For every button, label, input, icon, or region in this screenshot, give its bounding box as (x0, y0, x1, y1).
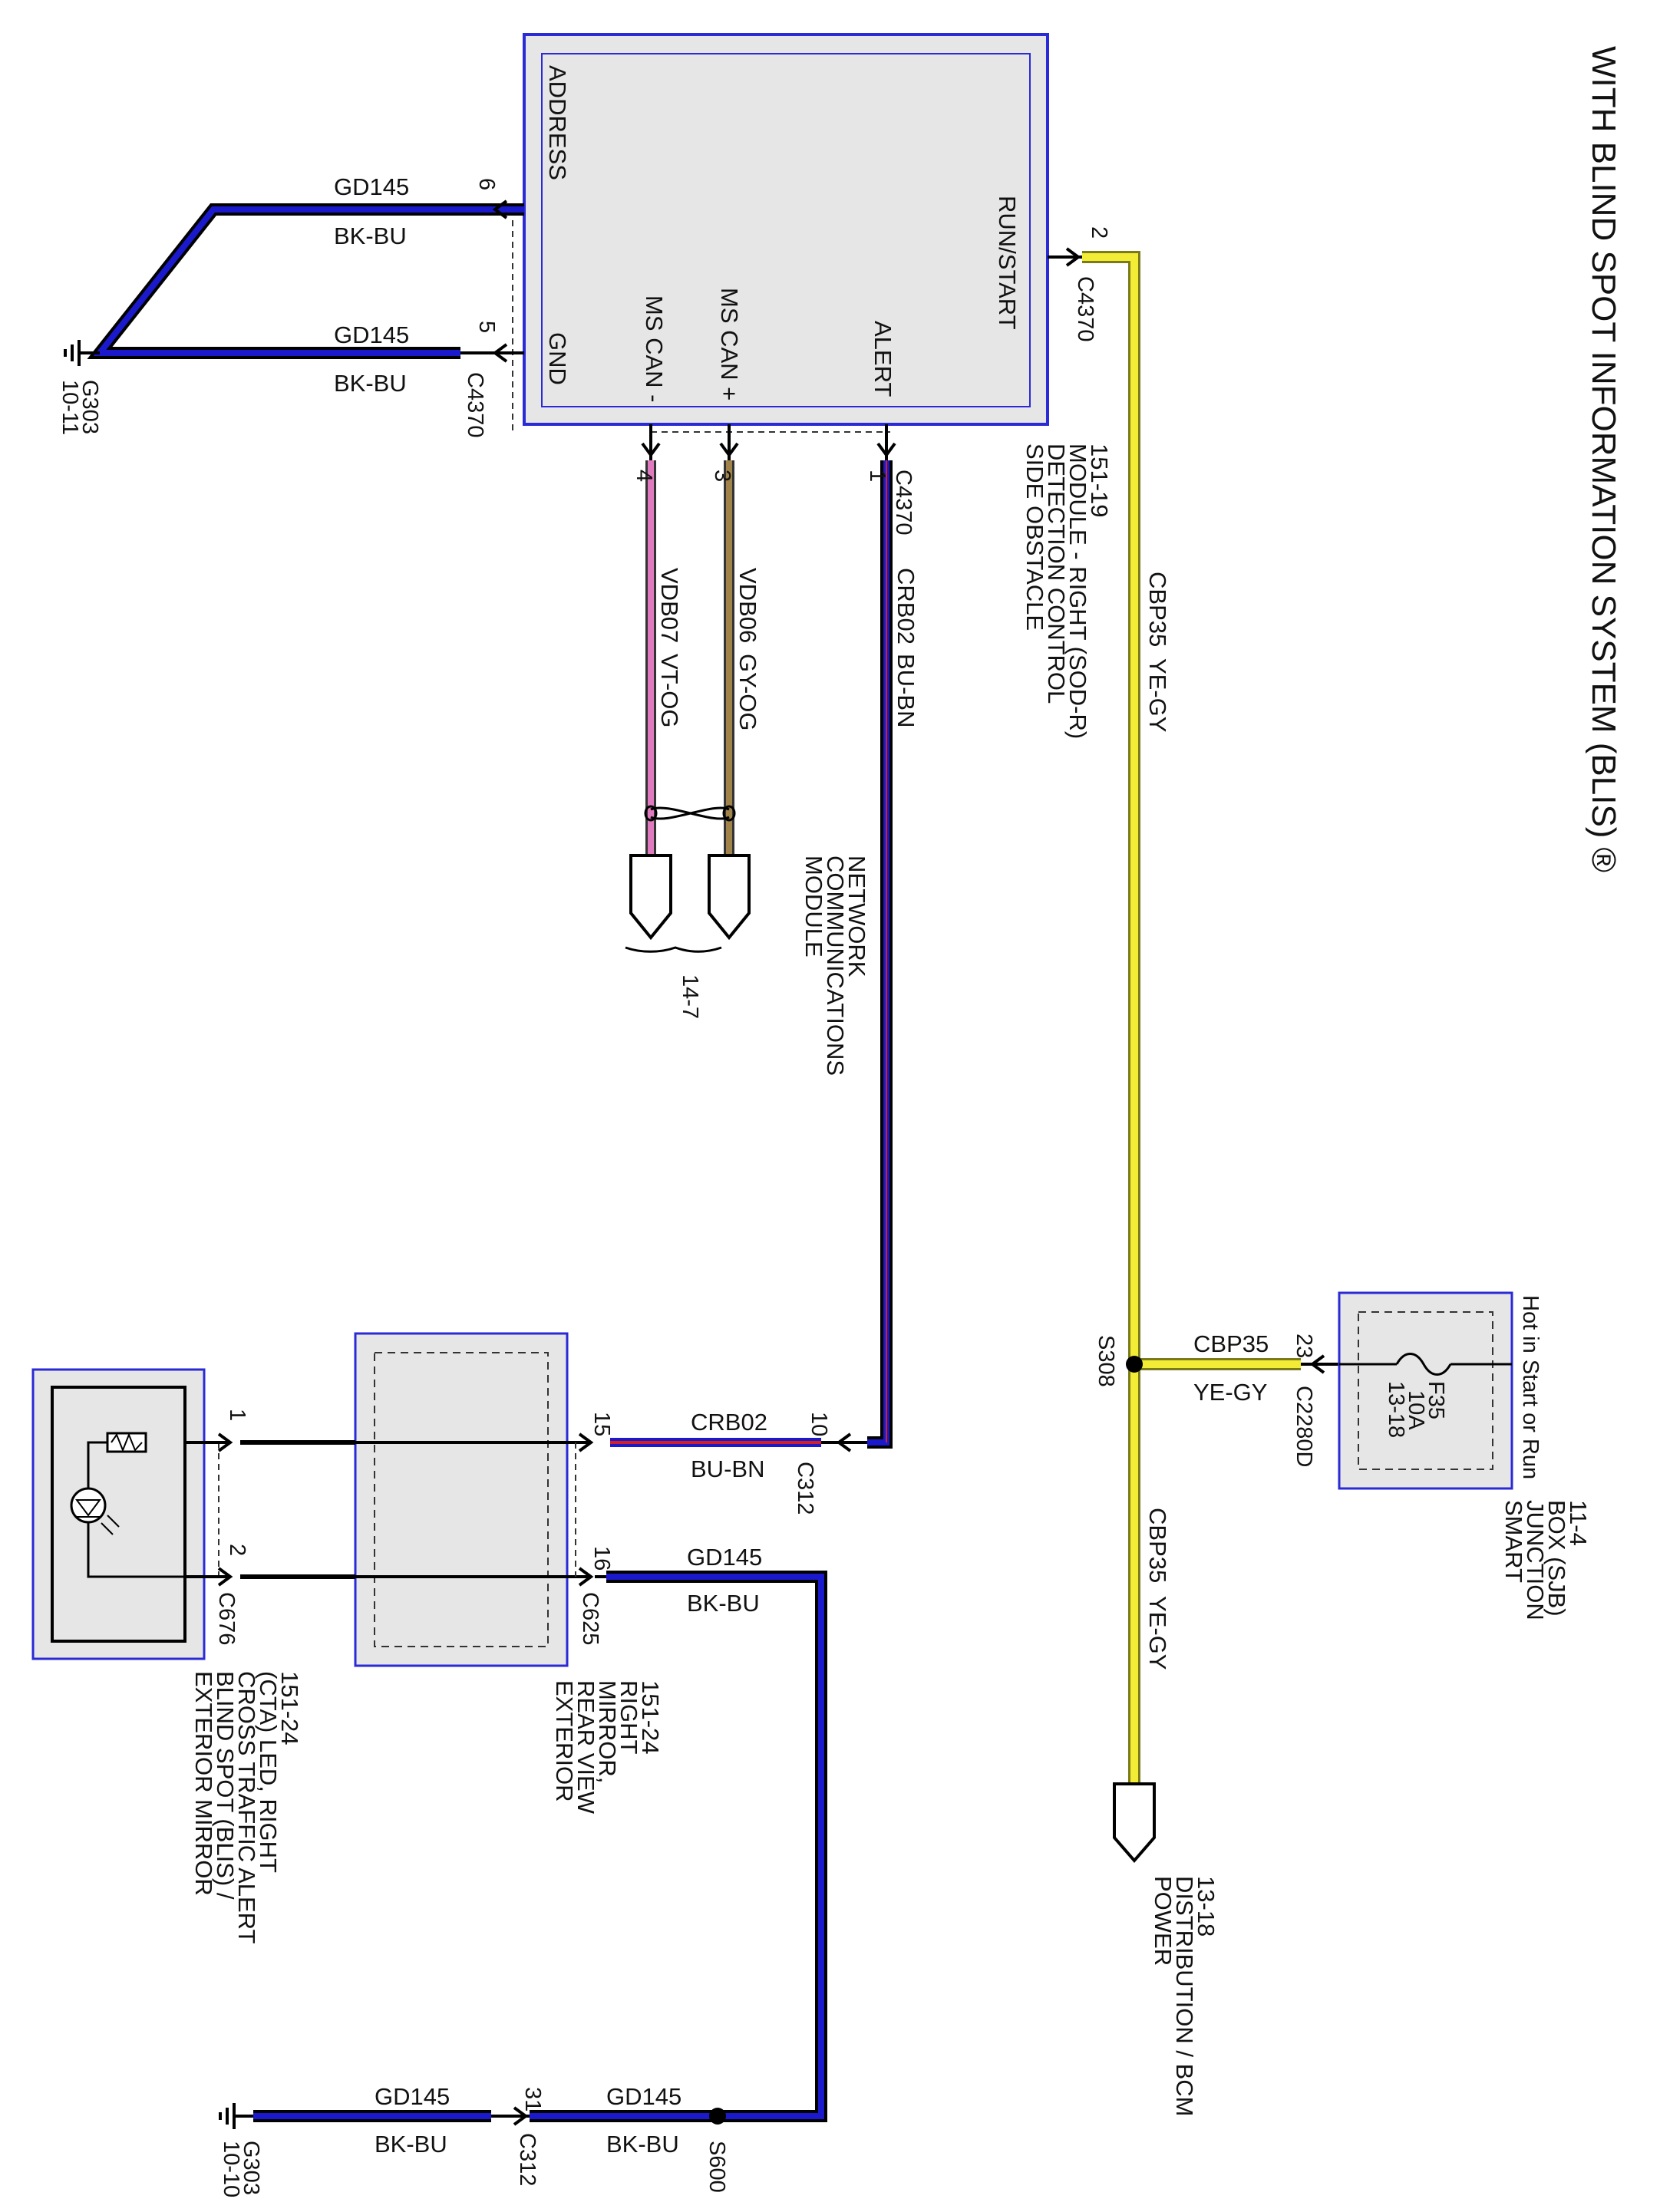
sod-module-name: SIDE OBSTACLE DETECTION CONTROL MODULE -… (1021, 443, 1113, 746)
sod-pin-ms-can-minus: MS CAN - (641, 295, 668, 403)
led-pin1: 1 (225, 1409, 249, 1421)
connector-arrow-icon (629, 854, 672, 941)
gd145-bottom-a-circuit: GD145 (375, 2083, 450, 2110)
mirror-box: EXTERIOR REAR VIEW MIRROR, RIGHT 151-24 (217, 1332, 664, 1821)
led-connector: C676 (214, 1592, 239, 1645)
splice-s308-label: S308 (1094, 1335, 1118, 1387)
cbp35-main-circuit: CBP35 (1144, 572, 1171, 647)
power-distribution-name: POWER DISTRIBUTION / BCM 13-18 (1150, 1876, 1219, 2123)
gd145-mirror-connector: C625 (578, 1592, 602, 1645)
vdb06-circuit: VDB06 (734, 568, 761, 643)
crb02-wire: 1 C4370 CRB02 BU-BN (836, 424, 919, 1452)
splice-s308 (1126, 1356, 1143, 1373)
gd145-bottom-b-color: BK-BU (606, 2131, 679, 2158)
vdb07-pin: 4 (632, 470, 656, 482)
mirror-gd145-wire: 16 C625 GD145 BK-BU (578, 1544, 827, 2122)
gd145-top-circuit: GD145 (334, 173, 409, 200)
gd145-gnd-pin: 5 (474, 321, 499, 333)
run-start-pin: 2 (1087, 226, 1111, 239)
ground-bottom-ref: 10-10 (219, 2141, 243, 2197)
crb02-color: BU-BN (893, 654, 919, 727)
cbp35-sjb-connector: C2280D (1292, 1386, 1316, 1467)
sod-module: ADDRESS GND MS CAN - MS CAN + ALERT RUN/… (512, 33, 1113, 746)
sod-pin-address: ADDRESS (544, 65, 571, 180)
ground-bottom-icon (219, 2103, 236, 2129)
connector-arrow-icon (708, 854, 751, 941)
ground-top-icon (64, 340, 100, 366)
gd145-top-pin: 6 (474, 178, 499, 190)
ground-top-id: G303 (78, 380, 102, 434)
ms-can-wires: 4 3 VDB07 VT-OG VDB06 GY-OG 14-7 MODULE … (625, 424, 870, 1083)
twisted-pair-icon (650, 806, 730, 820)
gd145-gnd-circuit: GD145 (334, 321, 409, 348)
cbp35-lower-circuit: CBP35 (1144, 1508, 1171, 1583)
bracket-icon (625, 946, 722, 953)
gd145-bottom-b-connector: C312 (515, 2133, 540, 2186)
led-icon (70, 1487, 120, 1535)
led-name: EXTERIOR MIRROR BLIND SPOT (BLIS) / CROS… (190, 1671, 303, 1950)
crb02-mirror-connector: C312 (793, 1462, 817, 1515)
crb02-circuit: CRB02 (893, 568, 919, 644)
cbp35-main-color: YE-GY (1144, 658, 1171, 732)
crb02-pin: 1 (865, 470, 889, 482)
ground-bottom-id: G303 (239, 2141, 263, 2195)
sjb-fuse: F35 (1424, 1381, 1448, 1419)
sjb-fuse-rating: 10A (1404, 1390, 1428, 1430)
diagram-title: WITH BLIND SPOT INFORMATION SYSTEM (BLIS… (1585, 46, 1622, 872)
gd145-top-wires: GD145 BK-BU 6 GD145 BK-BU 5 C4370 G303 1… (58, 173, 524, 437)
gd145-gnd-color: BK-BU (334, 370, 407, 397)
power-distribution: POWER DISTRIBUTION / BCM 13-18 (1113, 1782, 1219, 2123)
gd145-mirror-circuit: GD145 (687, 1544, 762, 1571)
mirror-crb02-wire: 10 C312 15 CRB02 BU-BN (578, 1409, 837, 1515)
gd145-bottom-b-circuit: GD145 (606, 2083, 681, 2110)
mirror-name: EXTERIOR REAR VIEW MIRROR, RIGHT 151-24 (551, 1680, 664, 1821)
connector-arrow-icon (1113, 1782, 1156, 1864)
gd145-gnd-connector: C4370 (463, 372, 487, 437)
sod-pin-alert: ALERT (870, 321, 896, 397)
vdb07-circuit: VDB07 (656, 568, 683, 643)
crb02-mirror-circuit: CRB02 (691, 1409, 767, 1436)
gd145-bottom-wires: S600 GD145 BK-BU 31 C312 GD145 BK-BU G30… (219, 2083, 729, 2197)
network-ref: 14-7 (678, 974, 702, 1019)
cbp35-wire: 2 C4370 CBP35 YE-GY CBP35 YE-GY (1048, 226, 1171, 1784)
crb02-mirror-color: BU-BN (691, 1455, 764, 1482)
sjb-branch: S308 CBP35 YE-GY 23 C2280D (1094, 1330, 1339, 1467)
vdb07-color: VT-OG (656, 654, 683, 727)
cbp35-sjb-color: YE-GY (1193, 1379, 1267, 1406)
ground-top-ref: 10-11 (58, 380, 82, 435)
crb02-connector: C4370 (891, 470, 916, 535)
network-name: MODULE COMMUNICATIONS NETWORK (800, 855, 870, 1083)
gd145-mirror-color: BK-BU (687, 1590, 760, 1617)
vdb06-pin: 3 (710, 470, 734, 482)
cbp35-sjb-circuit: CBP35 (1193, 1330, 1269, 1357)
gd145-top-color: BK-BU (334, 223, 407, 249)
sjb-box: Hot in Start or Run F35 10A 13-18 SMART … (1338, 1291, 1592, 1627)
sod-pin-ms-can-plus: MS CAN + (716, 288, 743, 401)
vdb06-color: GY-OG (734, 654, 761, 731)
cbp35-sjb-pin: 23 (1292, 1333, 1316, 1358)
sod-pin-gnd: GND (544, 332, 571, 385)
sjb-name: SMART JUNCTION BOX (SJB) 11-4 (1500, 1500, 1592, 1627)
gd145-bottom-b-pin: 31 (520, 2087, 545, 2111)
splice-s600-label: S600 (705, 2141, 729, 2193)
run-start-connector: C4370 (1073, 276, 1097, 341)
sod-pin-run-start: RUN/START (994, 196, 1021, 330)
fuse-icon (1395, 1353, 1452, 1376)
sjb-fuse-ref: 13-18 (1384, 1381, 1408, 1438)
crb02-mirror-pin-out: 15 (589, 1412, 614, 1436)
gd145-mirror-pin: 16 (589, 1546, 614, 1571)
sjb-hot-label: Hot in Start or Run (1518, 1295, 1543, 1479)
crb02-mirror-pin-in: 10 (807, 1412, 831, 1436)
gd145-bottom-a-color: BK-BU (375, 2131, 447, 2158)
led-box: 1 2 C676 EXTERIOR MIRROR BLIND SPOT (BLI… (31, 1368, 303, 1950)
cbp35-lower-color: YE-GY (1144, 1596, 1171, 1670)
splice-s600 (709, 2108, 726, 2125)
led-pin2: 2 (225, 1544, 249, 1556)
